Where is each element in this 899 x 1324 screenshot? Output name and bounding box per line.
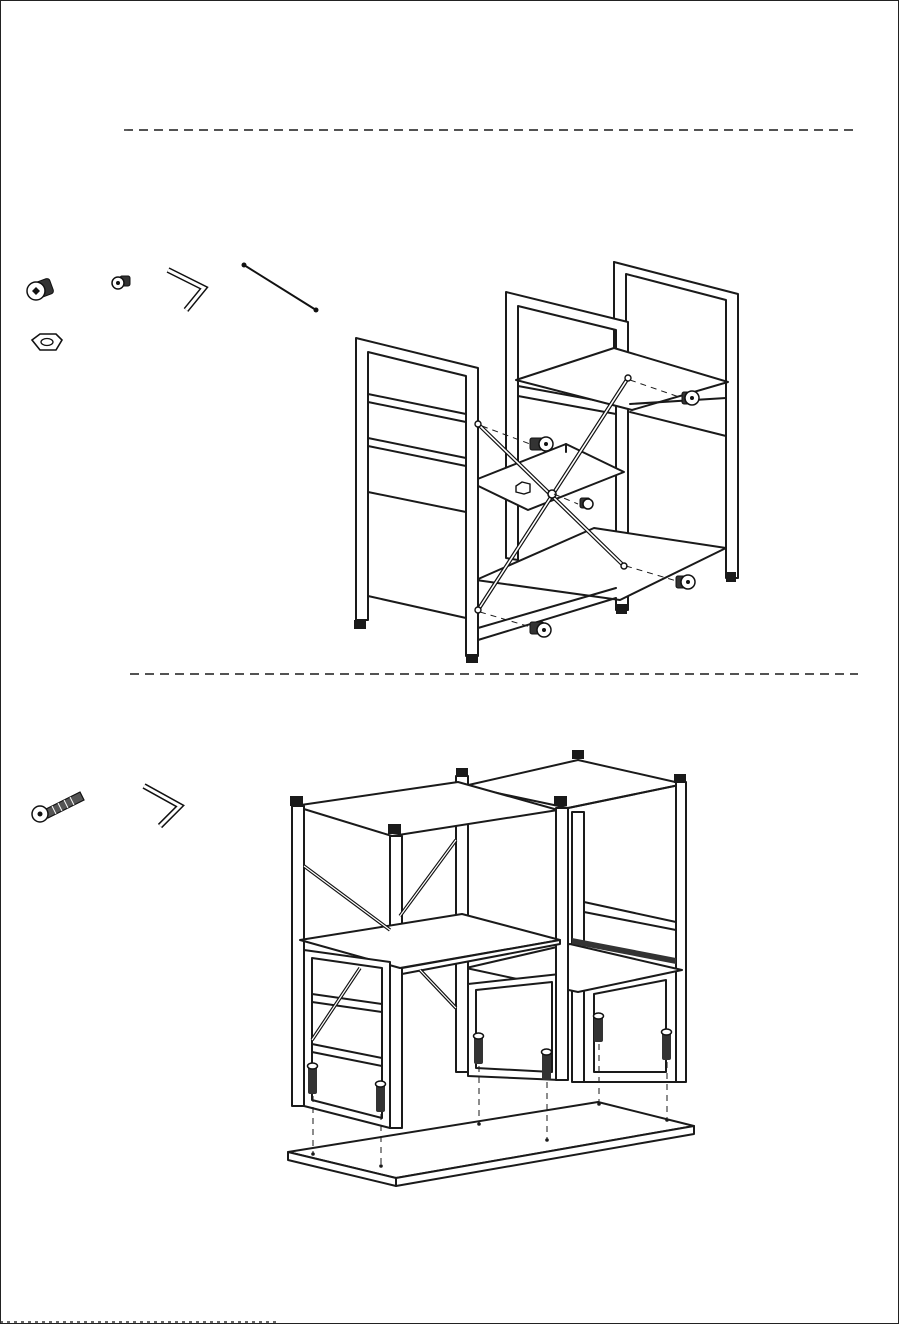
rod-icon (242, 263, 319, 313)
front-left-frame (354, 338, 478, 663)
step-2-illustration (288, 750, 694, 1186)
bolt-icon (27, 278, 54, 300)
screw-icon (112, 276, 130, 289)
hex-key-icon (168, 270, 204, 310)
nut-icon (32, 334, 62, 350)
long-bolt-icon (32, 792, 84, 822)
step-1-illustration (354, 262, 738, 663)
step-2-hardware (32, 786, 180, 826)
hex-key-icon (144, 786, 180, 826)
step-1-hardware (27, 263, 319, 351)
